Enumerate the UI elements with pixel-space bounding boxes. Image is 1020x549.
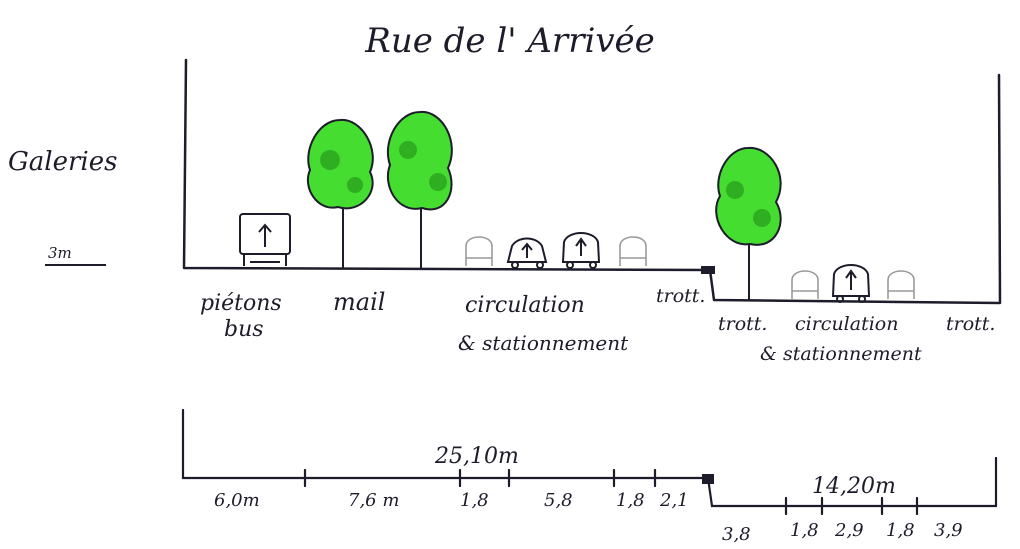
car-icon-parked-1 <box>465 236 493 266</box>
segment-label: 1,8 <box>616 490 645 511</box>
label-bus: bus <box>224 317 264 342</box>
label-mail: mail <box>333 288 385 316</box>
segment-label: 2,1 <box>659 490 689 511</box>
zone-labels: piétons bus mail circulation & stationne… <box>200 285 995 365</box>
galeries-label: Galeries <box>8 147 117 177</box>
car-icon-moving-3 <box>831 264 871 303</box>
segment-label: 1,8 <box>460 490 489 511</box>
segment-label: 2,9 <box>834 520 864 541</box>
label-trott-right-a: trott. <box>718 313 767 335</box>
tree-icon-2 <box>387 110 453 268</box>
segment-label: 1,8 <box>790 520 819 541</box>
segment-label: 5,8 <box>544 490 573 511</box>
section-profile <box>182 58 1002 305</box>
label-circulation-right: circulation <box>795 313 898 335</box>
label-circulation-left: circulation <box>465 293 585 318</box>
drawing-title: Rue de l' Arrivée <box>364 21 655 61</box>
segment-label: 3,9 <box>934 520 963 541</box>
total-right-dimension: 14,20m <box>812 474 896 499</box>
segment-label: 7,6 m <box>348 490 399 511</box>
total-left-dimension: 25,10m <box>434 444 519 469</box>
bus-shelter-icon <box>239 213 291 266</box>
tree-icon-1 <box>307 118 374 268</box>
car-icon-parked-3 <box>791 270 819 299</box>
dimension-line <box>181 408 998 516</box>
label-stationnement-left: & stationnement <box>458 331 629 355</box>
tree-icon-3 <box>715 146 782 300</box>
scale-bar: 3m <box>45 244 106 266</box>
left-segment-labels: 6,0m 7,6 m 1,8 5,8 1,8 2,1 <box>214 490 689 511</box>
scale-label: 3m <box>48 244 72 262</box>
label-trott-right-b: trott. <box>946 313 995 335</box>
car-icon-moving-1 <box>506 237 548 269</box>
car-icon-parked-4 <box>887 270 915 299</box>
label-stationnement-right: & stationnement <box>760 343 922 365</box>
car-icon-parked-2 <box>619 236 647 266</box>
segment-label: 3,8 <box>722 524 751 545</box>
segment-label: 6,0m <box>214 490 260 511</box>
right-segment-labels: 3,8 1,8 2,9 1,8 3,9 <box>722 520 963 545</box>
car-icon-moving-2 <box>561 232 601 269</box>
label-pietons: piétons <box>200 291 282 316</box>
segment-label: 1,8 <box>886 520 915 541</box>
label-trott-left: trott. <box>656 285 705 307</box>
